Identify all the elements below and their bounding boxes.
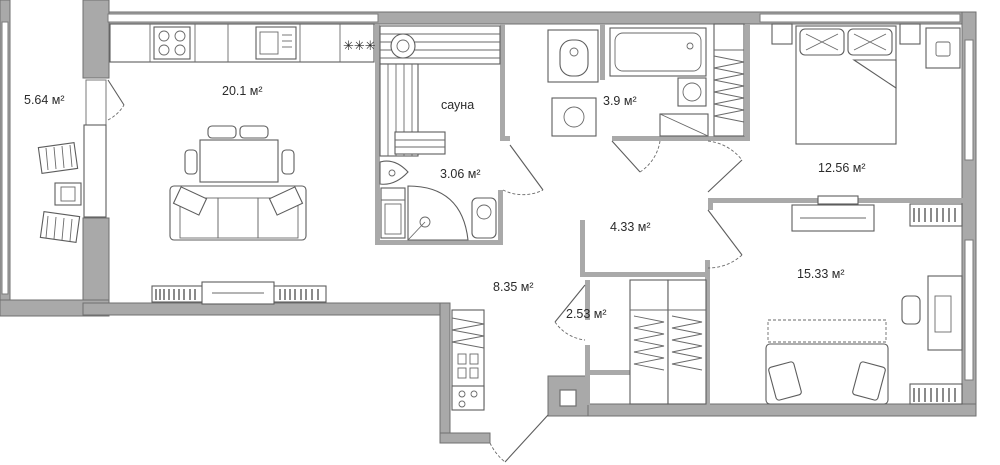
kitchen: ✳✳✳ (109, 23, 376, 63)
balcony-area-label: 5.64 м² (24, 93, 65, 107)
bathroom-fixtures (547, 23, 745, 137)
bedroom-furniture (771, 23, 963, 232)
closet-area-label: 2.53 м² (566, 307, 607, 321)
sauna-interior (379, 25, 501, 157)
sauna-area-label: 3.06 м² (440, 167, 481, 181)
hall-area-label: 8.35 м² (493, 280, 534, 294)
dining-set (184, 125, 295, 183)
sofa (169, 185, 307, 241)
doors (107, 79, 743, 463)
bedroom-area-label: 12.56 м² (818, 161, 866, 175)
tv-cabinet (151, 281, 327, 305)
sauna-shower (379, 160, 497, 241)
hall-wardrobes (451, 279, 707, 411)
room-labels: 5.64 м² 20.1 м² сауна 3.06 м² 3.9 м² 12.… (24, 84, 866, 321)
kitchen-living-area-label: 20.1 м² (222, 84, 263, 98)
room-area-label: 15.33 м² (797, 267, 845, 281)
balcony-furniture (37, 124, 107, 243)
sauna-name-label: сауна (441, 98, 474, 112)
corridor-area-label: 4.33 м² (610, 220, 651, 234)
room-furniture (765, 275, 963, 405)
svg-text:✳✳✳: ✳✳✳ (343, 38, 376, 53)
entrance-column (559, 389, 577, 407)
bathroom-area-label: 3.9 м² (603, 94, 637, 108)
